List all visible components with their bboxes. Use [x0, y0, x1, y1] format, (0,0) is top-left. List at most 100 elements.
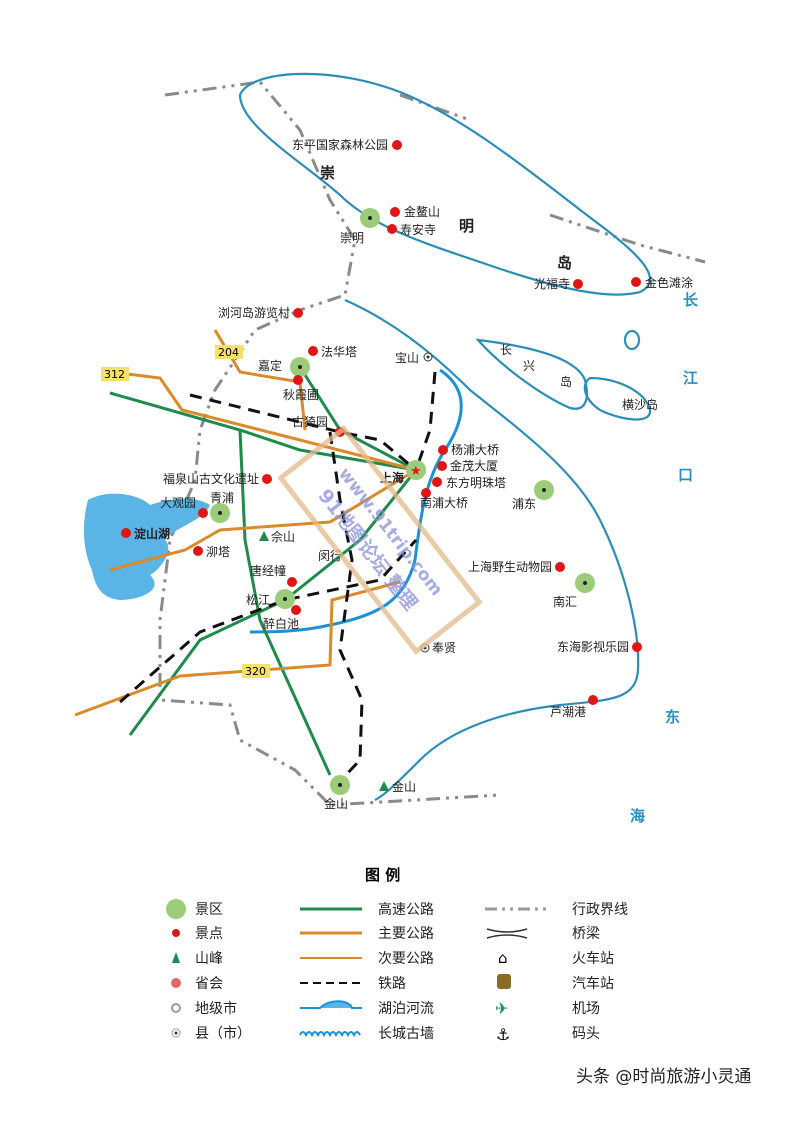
place-labels-mark: 福泉山古文化遗址 — [163, 471, 259, 486]
place-labels-mark: 明 — [459, 217, 474, 235]
place-labels-mark: 金色滩涂 — [645, 275, 693, 290]
hengsha-island — [583, 376, 652, 421]
scenic-spots-mark — [632, 642, 642, 652]
place-labels-mark: 秋霞圃 — [283, 388, 319, 402]
legend-mark: 主要公路 — [378, 926, 434, 942]
legend-mark: 省会 — [195, 976, 223, 992]
scenic-areas-mark — [298, 365, 302, 369]
road-number-badges-mark — [242, 664, 270, 678]
place-labels-mark: 崇 — [320, 164, 335, 182]
scenic-spots-mark — [308, 346, 318, 356]
scenic-spots-mark — [121, 528, 131, 538]
place-labels-mark: 法华塔 — [321, 345, 357, 359]
bridge-icon — [486, 928, 528, 939]
scenic-spots-mark — [262, 474, 272, 484]
scenic-areas-mark — [218, 511, 222, 515]
scenic-areas: ★ — [210, 208, 595, 795]
scenic-spots-mark — [198, 508, 208, 518]
place-labels-mark: 芦潮港 — [550, 704, 586, 719]
scenic-areas-mark — [406, 460, 426, 480]
dianshan-lake — [83, 493, 210, 600]
highways-mark — [109, 391, 417, 472]
airport-icon: ✈ — [495, 999, 508, 1018]
place-labels-mark: 东方明珠塔 — [446, 475, 506, 490]
mainland-coast — [344, 298, 640, 801]
place-labels-mark: 醉白池 — [263, 616, 299, 631]
place-labels-mark: 长 — [500, 343, 512, 357]
scenic-spots-mark — [287, 577, 297, 587]
chongming-island — [238, 72, 652, 296]
legend-mark: 行政界线 — [572, 902, 628, 918]
legend-mark: 高速公路 — [378, 901, 434, 918]
scenic-spots-mark — [390, 207, 400, 217]
place-labels-mark: 横沙岛 — [622, 397, 658, 412]
place-labels-mark: 寿安寺 — [400, 222, 436, 237]
pier-icon: ⚓ — [496, 1025, 510, 1044]
scenic-areas-mark — [542, 488, 546, 492]
place-labels-mark: 浏河岛游览村 — [218, 305, 290, 320]
place-labels-mark: 青浦 — [210, 491, 234, 505]
place-labels-mark: 南浦大桥 — [420, 495, 468, 510]
place-labels-mark: 口 — [678, 466, 693, 484]
legend-mark: 县（市） — [195, 1025, 251, 1042]
main-roads-mark — [109, 468, 417, 572]
scenic-areas-mark — [583, 581, 587, 585]
place-labels-mark: 唐经幢 — [250, 563, 286, 578]
legend-mark: 地级市 — [195, 1000, 237, 1017]
place-labels-mark: 金山 — [392, 779, 416, 794]
place-labels-mark: 大观园 — [160, 496, 196, 510]
scenic-spots-mark — [421, 488, 431, 498]
place-labels-mark: 宝山 — [395, 351, 419, 365]
lake-river-icon — [300, 1000, 362, 1009]
scenic-areas-mark — [368, 216, 372, 220]
legend-mark — [174, 1031, 178, 1035]
legend-mark: 机场 — [572, 1001, 600, 1017]
legend-mark: 码头 — [572, 1026, 600, 1042]
scenic-areas-mark: ★ — [410, 464, 422, 479]
footer-credit: 头条 @时尚旅游小灵通 — [576, 1067, 752, 1087]
legend-mark: 景点 — [195, 926, 223, 942]
legend-mark: 汽车站 — [572, 975, 614, 992]
main-roads — [74, 329, 417, 717]
peak-icon — [172, 952, 180, 963]
scenic-areas-mark — [283, 597, 287, 601]
bus-station-icon — [497, 974, 511, 989]
place-labels-mark: 崇明 — [340, 231, 364, 245]
legend: 图 例 景区 景点 山峰 省会 地级市 县（市） 高速公路 主要公路 次要公路 … — [166, 866, 628, 1044]
admin-boundaries-mark — [158, 80, 501, 807]
scenic-areas-mark — [338, 783, 342, 787]
main-roads-mark — [74, 580, 401, 717]
place-labels-mark: 泖塔 — [206, 545, 230, 559]
place-labels-mark: 长 — [683, 291, 699, 309]
scenic-spots-mark — [438, 445, 448, 455]
train-station-icon: ⌂ — [498, 949, 508, 967]
scenic-spots-mark — [392, 140, 402, 150]
scenic-spots — [121, 140, 642, 705]
legend-mark: 火车站 — [572, 950, 614, 967]
railways-mark — [414, 371, 437, 471]
road-number-badges: 204 312 320 — [101, 345, 270, 678]
legend-mark: 景区 — [195, 902, 223, 918]
scenic-spots-mark — [588, 695, 598, 705]
main-roads-mark — [109, 370, 417, 472]
place-labels-mark: 佘山 — [271, 529, 295, 544]
place-labels-mark: 江 — [683, 369, 698, 387]
peak-icon — [379, 781, 389, 791]
legend-mark: 桥梁 — [572, 926, 600, 942]
place-labels-mark: 金鳌山 — [404, 204, 440, 219]
place-labels-mark: 淀山湖 — [134, 526, 170, 541]
place-labels-mark: 金山 — [324, 796, 348, 811]
place-labels-mark: 南汇 — [553, 594, 577, 609]
peak-icon — [259, 531, 269, 541]
road-number-badges-mark: 312 — [104, 368, 125, 381]
provincial-capital-icon — [171, 978, 181, 988]
railways-mark — [119, 538, 418, 704]
scenic-spots-mark — [631, 277, 641, 287]
place-labels-mark: 奉贤 — [432, 641, 456, 655]
legend-mark: 铁路 — [378, 976, 406, 992]
scenic-spot-icon — [172, 929, 180, 937]
admin-boundaries-mark — [399, 93, 706, 264]
road-number-badges-mark — [101, 367, 129, 381]
road-number-badges-mark: 320 — [245, 665, 266, 678]
place-labels-mark: 岛 — [560, 374, 572, 389]
